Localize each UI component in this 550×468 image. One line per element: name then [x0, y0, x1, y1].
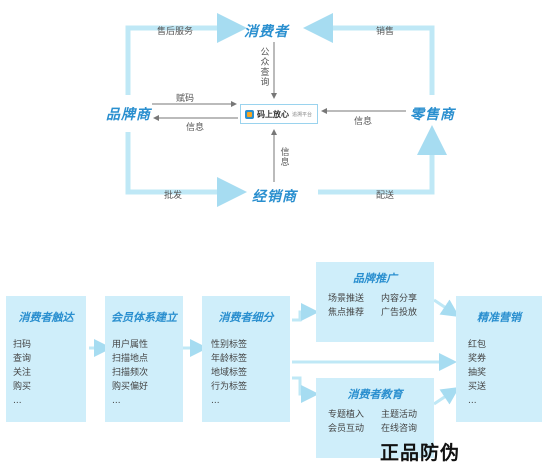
list-item: 购买: [13, 382, 32, 392]
list-item: 购买偏好: [112, 382, 149, 392]
consumer-reach-box: 消费者触达 扫码 查询 关注 购买 ...: [6, 296, 86, 422]
edge-label-public-query: 公众查询: [260, 48, 270, 88]
list-item: ...: [211, 396, 220, 406]
list-item: 地域标签: [211, 368, 248, 378]
retailer-node: 零售商: [410, 107, 455, 123]
list-item: 行为标签: [211, 382, 248, 392]
edge-label-assign-code: 赋码: [176, 94, 195, 104]
list-item: 场景推送: [328, 294, 365, 304]
consumer-education-title: 消费者教育: [347, 388, 403, 401]
platform-name: 码上放心: [257, 109, 289, 119]
list-item: 会员互动: [328, 424, 365, 434]
list-item: 主题活动: [381, 410, 418, 420]
distributor-node: 经销商: [252, 189, 297, 205]
precision-marketing-list: 红包 奖券 抽奖 买送 ...: [468, 338, 486, 408]
segmentation-title: 消费者细分: [218, 311, 274, 324]
edge-label-info-right: 信息: [354, 117, 373, 127]
edge-label-delivery: 配送: [376, 191, 395, 201]
edge-label-wholesale: 批发: [164, 191, 183, 201]
list-item: 性别标签: [211, 340, 248, 350]
brand-node: 品牌商: [106, 107, 151, 123]
brand-promotion-box: 品牌推广 场景推送 焦点推荐 内容分享 广告投放: [316, 262, 434, 342]
consumer-reach-title: 消费者触达: [18, 311, 74, 324]
traceability-platform: 码上放心 追溯平台: [240, 104, 318, 124]
list-item: 在线咨询: [381, 424, 418, 434]
list-item: 专题植入: [328, 410, 365, 420]
list-item: 内容分享: [381, 294, 418, 304]
list-item: 扫描频次: [112, 368, 149, 378]
list-item: 扫码: [13, 340, 32, 350]
consumer-education-list-right: 主题活动 在线咨询: [381, 408, 417, 436]
list-item: 年龄标签: [211, 354, 248, 364]
list-item: 广告投放: [381, 308, 418, 318]
edge-label-sales: 销售: [376, 27, 395, 37]
list-item: 抽奖: [468, 368, 487, 378]
list-item: 用户属性: [112, 340, 149, 350]
list-item: 焦点推荐: [328, 308, 365, 318]
segmentation-box: 消费者细分 性别标签 年龄标签 地域标签 行为标签 ...: [202, 296, 290, 422]
membership-box: 会员体系建立 用户属性 扫描地点 扫描频次 购买偏好 ...: [105, 296, 183, 422]
brand-promotion-title: 品牌推广: [353, 272, 397, 285]
list-item: 关注: [13, 368, 32, 378]
list-item: ...: [468, 396, 477, 406]
list-item: ...: [112, 396, 121, 406]
consumer-education-box: 消费者教育 专题植入 会员互动 主题活动 在线咨询: [316, 378, 434, 458]
list-item: 奖券: [468, 354, 487, 364]
list-item: 红包: [468, 340, 487, 350]
consumer-reach-list: 扫码 查询 关注 购买 ...: [13, 338, 31, 408]
consumer-education-list-left: 专题植入 会员互动: [328, 408, 364, 436]
membership-list: 用户属性 扫描地点 扫描频次 购买偏好 ...: [112, 338, 148, 408]
membership-title: 会员体系建立: [111, 311, 177, 324]
precision-marketing-box: 精准营销 红包 奖券 抽奖 买送 ...: [456, 296, 542, 422]
consumer-node: 消费者: [244, 24, 289, 40]
edge-label-info-left: 信息: [186, 123, 205, 133]
footer-caption: 正品防伪: [380, 442, 461, 464]
platform-logo-icon: [245, 109, 254, 119]
platform-subtitle: 追溯平台: [292, 111, 313, 118]
list-item: 买送: [468, 382, 487, 392]
segmentation-list: 性别标签 年龄标签 地域标签 行为标签 ...: [211, 338, 247, 408]
edge-label-info-bottom: 信息: [280, 148, 290, 168]
brand-promotion-list-right: 内容分享 广告投放: [381, 292, 417, 320]
precision-marketing-title: 精准营销: [477, 311, 521, 324]
edge-label-after-sales: 售后服务: [157, 27, 194, 37]
brand-promotion-list-left: 场景推送 焦点推荐: [328, 292, 364, 320]
list-item: ...: [13, 396, 22, 406]
list-item: 查询: [13, 354, 32, 364]
list-item: 扫描地点: [112, 354, 149, 364]
